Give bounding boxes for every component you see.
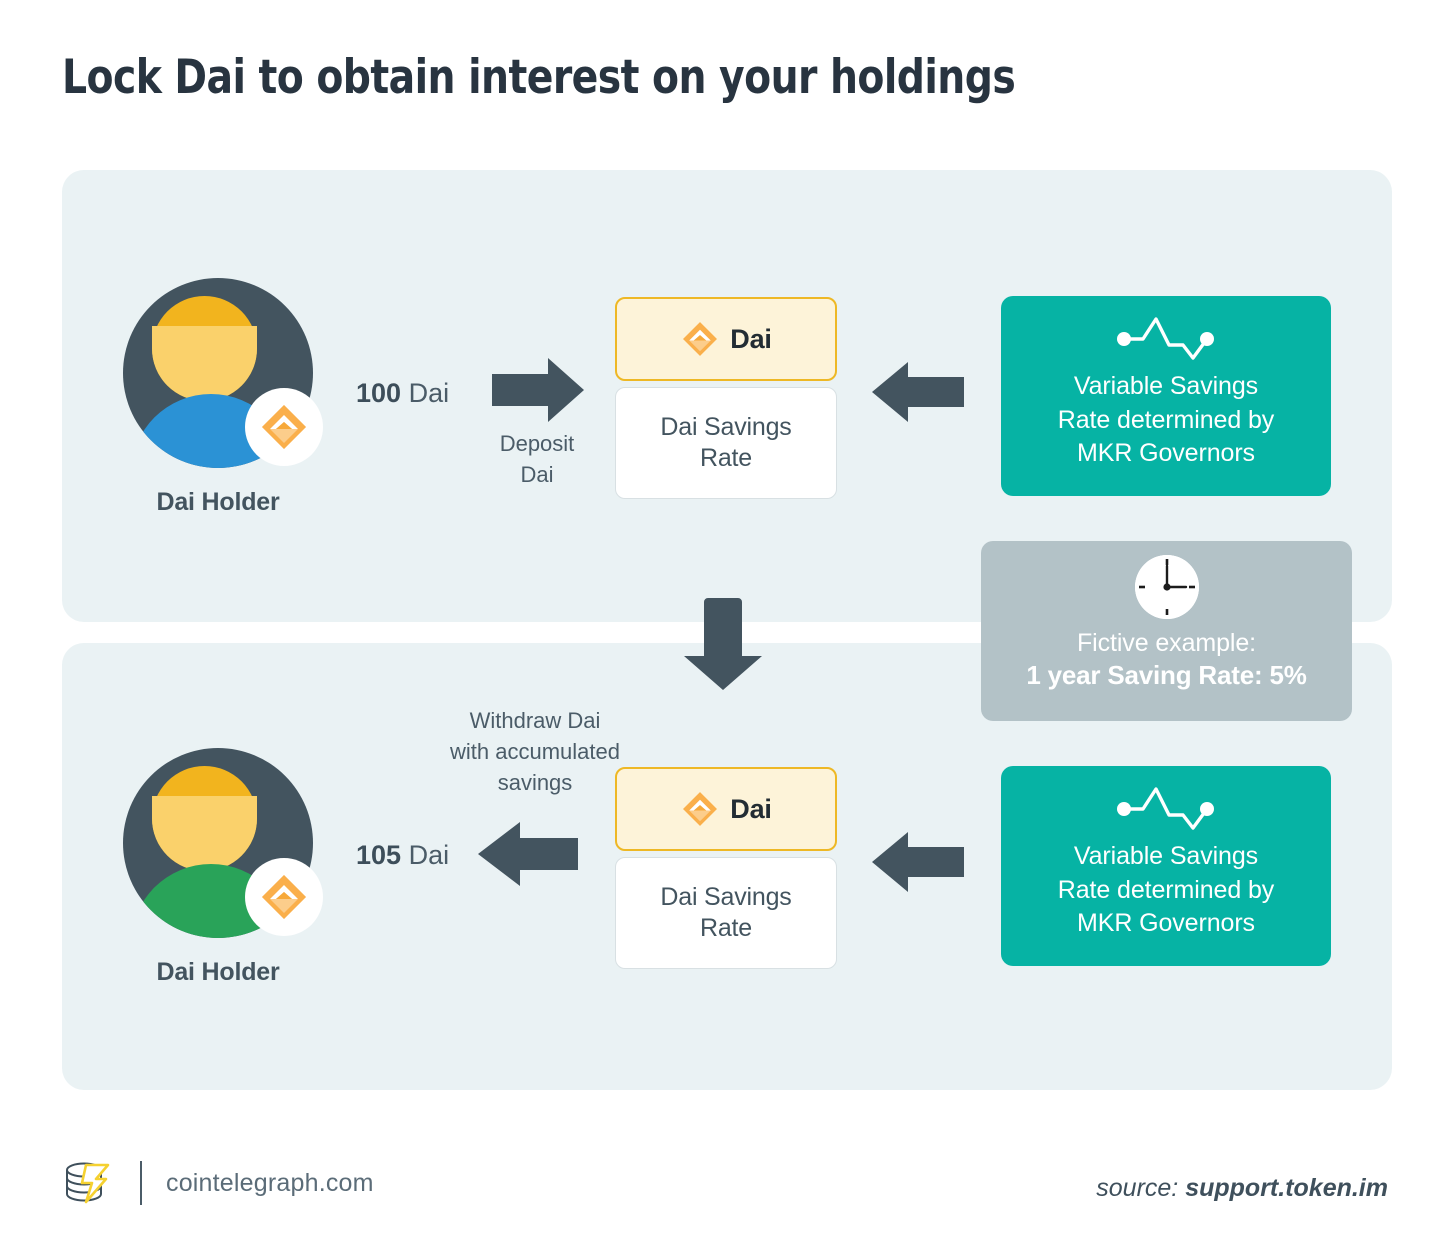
amount-unit: Dai xyxy=(401,378,450,408)
dai-logo-icon xyxy=(262,405,306,449)
dai-badge xyxy=(245,858,323,936)
dai-token-label: Dai xyxy=(730,323,772,354)
dai-badge xyxy=(245,388,323,466)
dai-token-card[interactable]: Dai xyxy=(615,297,837,381)
avatar-circle xyxy=(123,748,313,938)
dai-holder-label: Dai Holder xyxy=(156,488,280,516)
dai-logo-icon xyxy=(683,322,718,356)
deposit-label: Deposit Dai xyxy=(499,431,575,488)
amount-withdraw: 105 Dai xyxy=(356,840,449,871)
avatar-head-icon xyxy=(152,296,257,401)
fictive-example-line1: Fictive example: xyxy=(1076,629,1256,657)
avatar xyxy=(123,748,323,938)
pulse-line-icon xyxy=(1117,787,1214,830)
arrow-down-icon xyxy=(684,598,762,695)
dai-token-label: Dai xyxy=(730,793,772,824)
dai-token-card[interactable]: Dai xyxy=(615,767,837,851)
source-value: support.token.im xyxy=(1185,1174,1388,1202)
source-prefix: source: xyxy=(1096,1174,1186,1202)
amount-value: 100 xyxy=(356,378,402,408)
cointelegraph-coins-icon xyxy=(66,1162,110,1204)
arrow-right-icon xyxy=(492,358,584,427)
clock-icon xyxy=(1134,555,1199,619)
dai-savings-rate-label: Dai Savings Rate xyxy=(660,882,792,942)
page-title: Lock Dai to obtain interest on your hold… xyxy=(62,50,1016,105)
dai-holder-bottom: Dai Holder xyxy=(68,748,368,987)
footer-brand: cointelegraph.com xyxy=(62,1156,374,1210)
arrow-left-icon-withdraw xyxy=(478,822,578,891)
footer-site-label: cointelegraph.com xyxy=(166,1168,374,1197)
arrow-left-icon-top xyxy=(872,362,964,427)
arrow-left-icon-bottom xyxy=(872,832,964,897)
variable-savings-rate-text: Variable Savings Rate determined by MKR … xyxy=(1057,372,1275,467)
variable-savings-rate-card-bottom: Variable Savings Rate determined by MKR … xyxy=(1001,766,1331,966)
footer-source: source: support.token.im xyxy=(1096,1174,1388,1203)
variable-savings-rate-card-top: Variable Savings Rate determined by MKR … xyxy=(1001,296,1331,496)
dai-savings-stack-bottom: Dai Dai Savings Rate xyxy=(615,767,837,969)
dai-logo-icon xyxy=(683,792,718,826)
dai-logo-icon xyxy=(262,875,306,919)
withdraw-label: Withdraw Dai with accumulated savings xyxy=(450,708,620,796)
dai-savings-stack-top: Dai Dai Savings Rate xyxy=(615,297,837,499)
pulse-line-icon xyxy=(1117,317,1214,360)
dai-holder-label: Dai Holder xyxy=(156,958,280,986)
dai-savings-rate-card[interactable]: Dai Savings Rate xyxy=(615,857,837,969)
avatar-head-icon xyxy=(152,766,257,871)
dai-savings-rate-card[interactable]: Dai Savings Rate xyxy=(615,387,837,499)
footer-divider xyxy=(140,1161,142,1205)
fictive-example-line2: 1 year Saving Rate: 5% xyxy=(1026,660,1307,690)
dai-savings-rate-label: Dai Savings Rate xyxy=(660,412,792,472)
fictive-example-card: Fictive example: 1 year Saving Rate: 5% xyxy=(981,541,1352,721)
dai-holder-top: Dai Holder xyxy=(68,278,368,517)
amount-value: 105 xyxy=(356,840,402,870)
avatar xyxy=(123,278,323,468)
variable-savings-rate-text: Variable Savings Rate determined by MKR … xyxy=(1057,842,1275,937)
amount-unit: Dai xyxy=(401,840,450,870)
amount-deposit: 100 Dai xyxy=(356,378,449,409)
